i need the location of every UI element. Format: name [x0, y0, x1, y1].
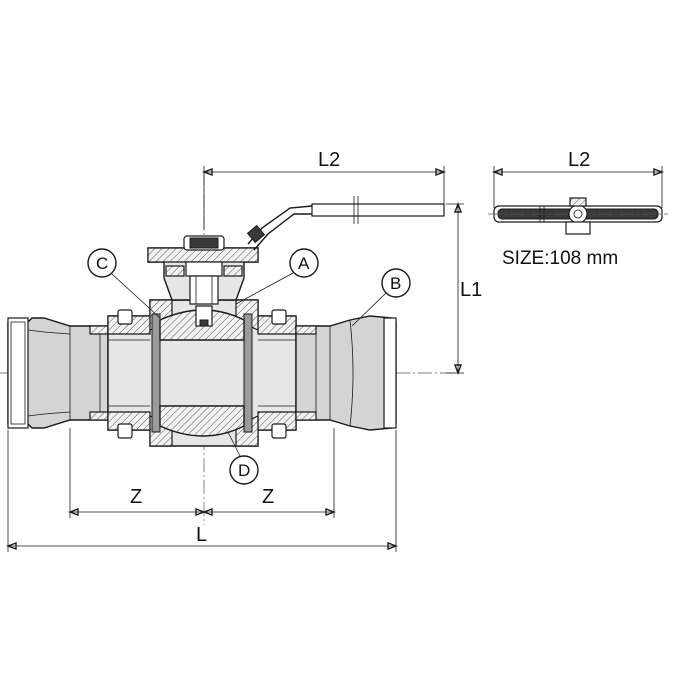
- left-press-fitting: [7, 317, 109, 429]
- valve-body: [107, 299, 297, 447]
- callout-label-c: C: [96, 254, 108, 273]
- size-label: SIZE:108 mm: [502, 248, 618, 269]
- dimension-label-z-right: Z: [262, 486, 274, 508]
- dimension-l2-top: [492, 166, 664, 208]
- callout-c: [87, 248, 161, 319]
- dimension-l1: [446, 202, 464, 375]
- callout-label-d: D: [238, 461, 250, 480]
- lever-handle: [246, 196, 445, 251]
- callout-label-a: A: [298, 254, 310, 273]
- dimension-label-l2-top: L2: [568, 149, 590, 171]
- callout-b: [351, 268, 411, 327]
- callout-label-b: B: [390, 274, 401, 293]
- dimension-label-z-left: Z: [130, 486, 142, 508]
- dimension-label-l: L: [196, 524, 207, 546]
- callout-a: [235, 248, 319, 305]
- dimension-label-l2-front: L2: [318, 149, 340, 171]
- dimension-label-l1: L1: [460, 279, 482, 301]
- right-press-fitting: [295, 315, 397, 431]
- stem-assembly: [147, 235, 259, 327]
- dimension-l2-front: [202, 166, 446, 230]
- handle-top-view: [488, 197, 668, 235]
- callout-d: [227, 431, 259, 485]
- dimension-z: [68, 428, 336, 518]
- dimension-l: [6, 430, 398, 552]
